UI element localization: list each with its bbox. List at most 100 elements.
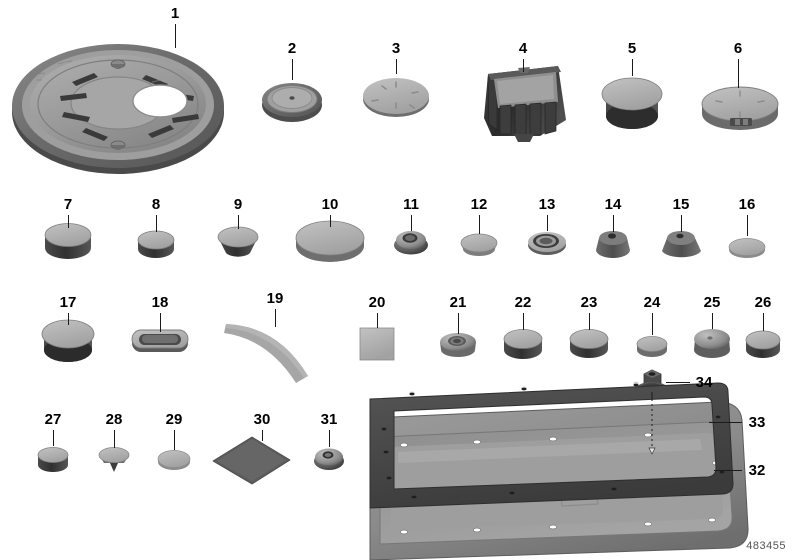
callout-label-6: 6 — [733, 40, 743, 57]
callout-leader-18 — [160, 313, 162, 332]
diagram-id-number: 483455 — [746, 540, 786, 552]
callout-leader-12 — [479, 215, 481, 234]
callout-label-29: 29 — [165, 411, 183, 428]
callout-label-7: 7 — [63, 196, 73, 213]
part-1-large-round-cover-plate — [12, 44, 224, 174]
part-2-stepped-round-plug — [262, 83, 322, 122]
callout-leader-8 — [156, 215, 158, 232]
callout-label-8: 8 — [151, 196, 161, 213]
callout-leader-9 — [238, 215, 240, 229]
part-24-round-plug-thin — [636, 336, 668, 357]
callout-leader-3 — [396, 59, 398, 74]
callout-leader-27 — [53, 430, 55, 446]
callout-label-16: 16 — [738, 196, 756, 213]
callout-label-34: 34 — [695, 374, 713, 391]
callout-label-11: 11 — [403, 196, 419, 213]
assembly-axis-line — [648, 392, 656, 455]
callout-leader-13 — [547, 215, 549, 231]
callout-label-25: 25 — [703, 294, 721, 311]
callout-label-26: 26 — [754, 294, 772, 311]
callout-leader-16 — [747, 215, 749, 236]
callout-label-24: 24 — [643, 294, 661, 311]
callout-label-5: 5 — [627, 40, 637, 57]
part-7-round-plug-medium — [44, 223, 92, 259]
callout-label-30: 30 — [253, 411, 271, 428]
callout-label-31: 31 — [320, 411, 338, 428]
callout-label-27: 27 — [44, 411, 62, 428]
part-33-mounting-frame-gasket — [369, 381, 734, 509]
callout-label-12: 12 — [470, 196, 488, 213]
callout-label-28: 28 — [105, 411, 123, 428]
part-17-deep-round-plug — [41, 319, 95, 362]
part-29-flat-oval-disc — [157, 450, 191, 470]
callout-leader-15 — [681, 215, 683, 232]
callout-leader-29 — [174, 430, 176, 450]
part-23-round-plug-flat — [569, 329, 609, 358]
callout-leader-6 — [738, 59, 740, 88]
callout-label-3: 3 — [391, 40, 401, 57]
callout-leader-34 — [666, 382, 690, 384]
callout-label-19: 19 — [266, 290, 284, 307]
callout-leader-5 — [632, 59, 634, 76]
callout-label-23: 23 — [580, 294, 598, 311]
callout-label-33: 33 — [748, 414, 766, 431]
part-14-conical-plug-pin — [596, 231, 630, 258]
part-25-domed-plug — [694, 329, 730, 358]
callout-leader-24 — [652, 313, 654, 335]
part-10-round-plug-large — [295, 220, 365, 262]
part-19-curved-trim-strip — [224, 324, 308, 383]
callout-leader-31 — [329, 430, 331, 447]
part-8-round-plug-small — [137, 230, 175, 258]
callout-leader-22 — [523, 313, 525, 330]
callout-label-20: 20 — [368, 294, 386, 311]
callout-label-15: 15 — [672, 196, 690, 213]
part-11-grommet-with-hole — [394, 231, 428, 255]
callout-label-18: 18 — [151, 294, 169, 311]
callout-label-2: 2 — [287, 40, 297, 57]
part-9-round-plug-tapered — [217, 226, 259, 257]
callout-leader-4 — [523, 59, 525, 72]
part-31-domed-grommet — [314, 448, 344, 470]
callout-label-17: 17 — [59, 294, 77, 311]
part-5-tall-round-plug — [601, 77, 663, 129]
callout-leader-26 — [763, 313, 765, 331]
callout-label-1: 1 — [170, 5, 180, 22]
callout-label-32: 32 — [748, 462, 766, 479]
part-6-oval-cap-with-clip — [701, 86, 779, 130]
callout-leader-1 — [175, 24, 177, 48]
callout-label-21: 21 — [449, 294, 467, 311]
callout-label-22: 22 — [514, 294, 532, 311]
part-20-square-pad — [359, 327, 395, 361]
callout-leader-21 — [458, 313, 460, 334]
part-12-shallow-round-cap — [460, 233, 498, 256]
part-28-mushroom-pin-plug — [98, 447, 130, 472]
callout-leader-33 — [709, 422, 742, 424]
part-13-ringed-grommet — [528, 232, 566, 255]
part-3-flat-round-cover — [363, 78, 429, 117]
callout-leader-30 — [262, 430, 264, 441]
callout-leader-32 — [714, 470, 742, 472]
part-15-conical-plug-wide — [662, 231, 701, 258]
part-4-ribbed-box-insert — [484, 66, 566, 142]
callout-leader-17 — [68, 313, 70, 325]
callout-leader-14 — [613, 215, 615, 232]
callout-label-9: 9 — [233, 196, 243, 213]
callout-leader-28 — [114, 430, 116, 448]
callout-label-14: 14 — [604, 196, 622, 213]
part-21-threaded-grommet — [440, 333, 476, 357]
callout-label-4: 4 — [518, 40, 528, 57]
part-27-small-round-plug — [37, 447, 69, 472]
part-22-round-plug-tall — [503, 329, 543, 359]
part-30-square-sealing-pad — [212, 436, 291, 485]
callout-leader-20 — [377, 313, 379, 328]
callout-leader-10 — [330, 215, 332, 227]
part-26-round-plug-stub — [745, 330, 781, 358]
callout-leader-19 — [275, 309, 277, 327]
callout-leader-7 — [68, 215, 70, 228]
callout-label-10: 10 — [321, 196, 339, 213]
callout-leader-11 — [411, 215, 413, 231]
part-16-thin-flat-disc — [728, 238, 766, 258]
callout-leader-2 — [292, 59, 294, 80]
